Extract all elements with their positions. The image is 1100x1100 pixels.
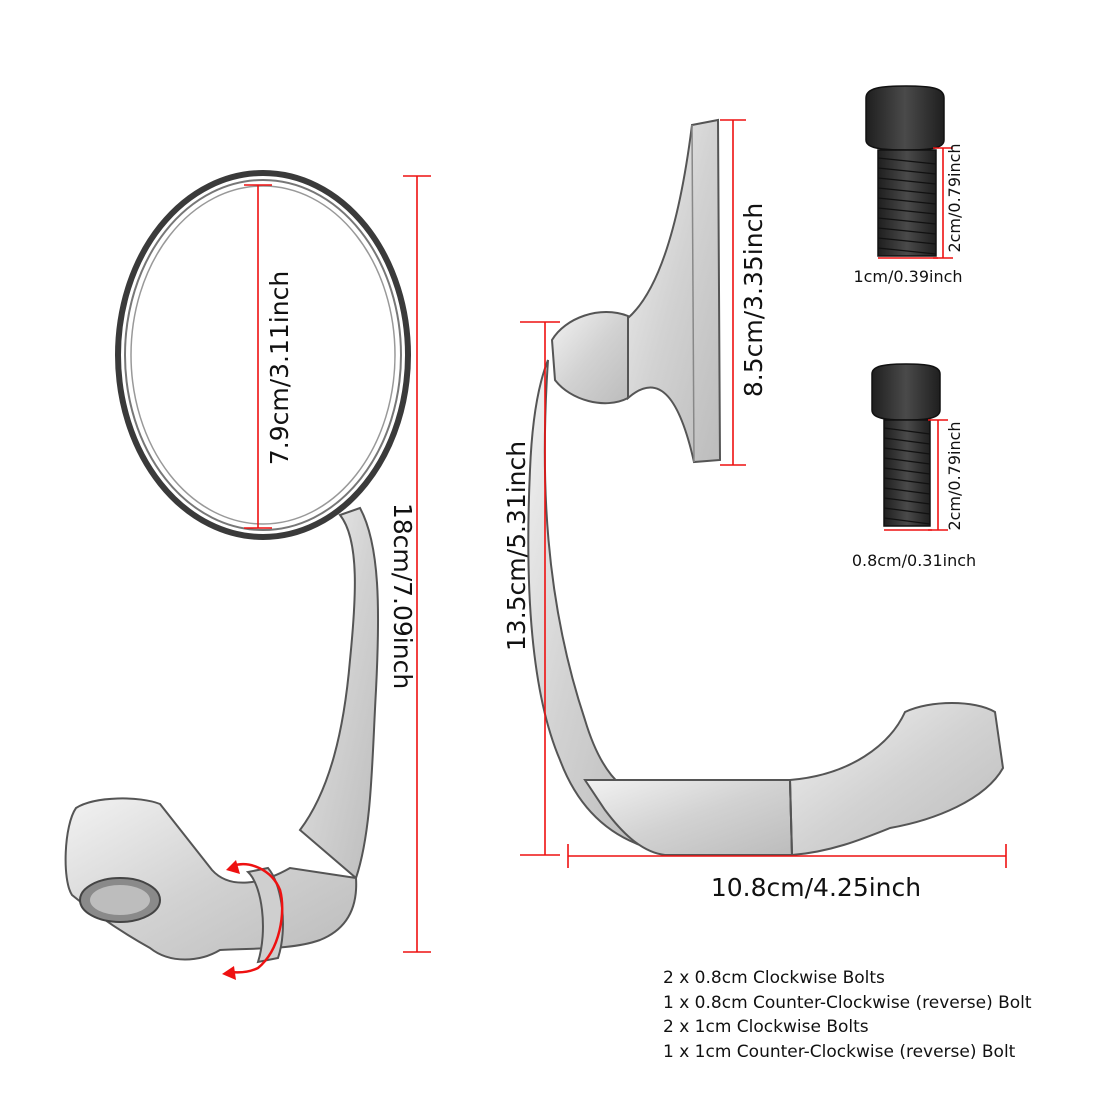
bolt-0-8cm — [871, 363, 941, 527]
note-line: 2 x 0.8cm Clockwise Bolts — [663, 968, 885, 988]
side-mirror-base — [583, 779, 794, 856]
oval-mirror-side-view — [527, 118, 1005, 857]
bolt-0-8cm-length-label: 2cm/0.79inch — [945, 421, 964, 530]
round-mirror-front-view — [64, 170, 411, 964]
base-width-label: 10.8cm/4.25inch — [711, 873, 921, 902]
bolt-0-8cm-length-dimension: 2cm/0.79inch — [928, 419, 964, 531]
note-line: 2 x 1cm Clockwise Bolts — [663, 1017, 869, 1037]
base-width-dimension: 10.8cm/4.25inch — [567, 844, 1007, 902]
bolt-1cm-length-dimension: 2cm/0.79inch — [933, 143, 964, 259]
round-mirror-arm — [298, 506, 380, 880]
rotate-arrows-icon — [222, 860, 284, 980]
stem-height-label: 13.5cm/5.31inch — [502, 441, 531, 651]
side-mirror-head — [627, 118, 722, 464]
side-mirror-base-clamp — [788, 702, 1005, 857]
stem-height-dimension: 13.5cm/5.31inch — [502, 321, 560, 856]
mirror-diameter-label: 7.9cm/3.11inch — [265, 271, 294, 465]
package-contents-notes: 2 x 0.8cm Clockwise Bolts 1 x 0.8cm Coun… — [663, 966, 1032, 1064]
note-line: 1 x 0.8cm Counter-Clockwise (reverse) Bo… — [663, 992, 1032, 1013]
side-mirror-joint — [550, 311, 629, 405]
bolt-1cm-diameter-dimension: 1cm/0.39inch — [853, 257, 963, 286]
mirror-diameter-dimension: 7.9cm/3.11inch — [244, 184, 294, 529]
total-height-dimension: 18cm/7.09inch — [388, 175, 431, 953]
bolt-1cm-length-label: 2cm/0.79inch — [945, 143, 964, 252]
note-line: 1 x 1cm Counter-Clockwise (reverse) Bolt — [663, 1041, 1016, 1062]
bolt-1cm — [865, 85, 945, 257]
side-mirror-height-label: 8.5cm/3.35inch — [739, 203, 768, 397]
side-mirror-stem — [527, 359, 647, 847]
bolt-1cm-diameter-label: 1cm/0.39inch — [853, 267, 962, 286]
side-mirror-height-dimension: 8.5cm/3.35inch — [720, 119, 768, 466]
total-height-label: 18cm/7.09inch — [388, 503, 417, 689]
round-mirror-ring — [115, 170, 411, 540]
bolt-0-8cm-diameter-dimension: 0.8cm/0.31inch — [852, 529, 976, 570]
bolt-0-8cm-diameter-label: 0.8cm/0.31inch — [852, 551, 976, 570]
